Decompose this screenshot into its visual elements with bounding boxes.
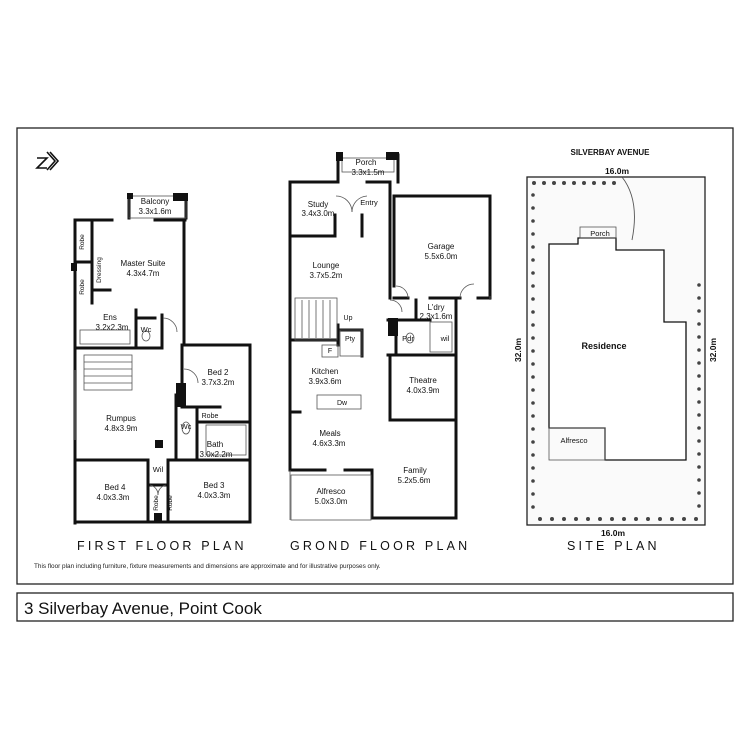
room-master-suite-size: 4.3x4.7m <box>127 269 160 278</box>
room-bed-3-name: Bed 3 <box>204 481 225 490</box>
plan-frame <box>16 127 734 585</box>
address-frame <box>16 592 734 622</box>
site-top-width: 16.0m <box>605 166 630 176</box>
room-bath-size: 3.0x2.2m <box>200 450 233 459</box>
room-family-name: Family <box>403 466 427 475</box>
site-plan: SILVERBAY AVENUE 16.0m 16.0m Porch Resid… <box>513 148 718 538</box>
site-street-name: SILVERBAY AVENUE <box>571 148 651 157</box>
room-balcony-size: 3.3x1.6m <box>139 207 172 216</box>
room-theatre-name: Theatre <box>409 376 437 385</box>
site-bottom-width: 16.0m <box>601 528 626 538</box>
room-laundry-name: L'dry <box>427 303 444 312</box>
site-porch-label: Porch <box>590 229 610 238</box>
label-pantry: Pty <box>345 336 356 343</box>
site-left-depth: 32.0m <box>513 338 523 363</box>
room-ens-size: 3.2x2.3m <box>96 323 129 332</box>
room-meals-name: Meals <box>319 429 340 438</box>
site-right-depth: 32.0m <box>708 338 718 363</box>
label-wil-ground: wil <box>440 334 450 343</box>
property-address: 3 Silverbay Avenue, Point Cook <box>24 599 262 618</box>
room-garage-size: 5.5x6.0m <box>425 252 458 261</box>
room-laundry-size: 2.3x1.6m <box>420 312 453 321</box>
room-bed-4-name: Bed 4 <box>105 483 126 492</box>
room-kitchen-name: Kitchen <box>312 367 339 376</box>
room-ens-name: Ens <box>103 313 117 322</box>
label-up: Up <box>344 315 353 322</box>
label-robe-bed3: Robe <box>167 495 174 511</box>
ground-floor-title: GROND FLOOR PLAN <box>290 539 471 553</box>
room-bed-4-size: 4.0x3.3m <box>97 493 130 502</box>
first-floor-plan: Balcony 3.3x1.6m Master Suite 4.3x4.7m E… <box>71 193 252 525</box>
room-study-size: 3.4x3.0m <box>302 209 335 218</box>
label-dressing: Dressing <box>96 257 103 283</box>
label-robe-top: Robe <box>79 234 86 250</box>
room-family-size: 5.2x5.6m <box>398 476 431 485</box>
first-floor-title: FIRST FLOOR PLAN <box>77 539 247 553</box>
room-theatre-size: 4.0x3.9m <box>407 386 440 395</box>
room-lounge-size: 3.7x5.2m <box>310 271 343 280</box>
site-alfresco-label: Alfresco <box>560 436 587 445</box>
room-rumpus-size: 4.8x3.9m <box>105 424 138 433</box>
label-fridge: F <box>328 348 332 355</box>
site-residence-label: Residence <box>581 341 626 351</box>
label-robe-lower: Robe <box>79 279 86 295</box>
label-robe-bed2: Robe <box>202 413 219 420</box>
room-lounge-name: Lounge <box>313 261 340 270</box>
room-master-suite-name: Master Suite <box>121 259 166 268</box>
room-alfresco-size: 5.0x3.0m <box>315 497 348 506</box>
room-bath-name: Bath <box>207 440 223 449</box>
room-garage-name: Garage <box>428 242 455 251</box>
room-entry-name: Entry <box>360 198 378 207</box>
label-powder: Pdr <box>402 334 414 343</box>
room-bed-2-size: 3.7x3.2m <box>202 378 235 387</box>
room-kitchen-size: 3.9x3.6m <box>309 377 342 386</box>
room-study-name: Study <box>308 200 328 209</box>
label-wc-bath: Wc <box>181 422 192 431</box>
label-dishwasher: Dw <box>337 400 348 407</box>
label-wc-ens: Wc <box>141 325 152 334</box>
room-porch-size: 3.3x1.5m <box>352 168 385 177</box>
room-alfresco-name: Alfresco <box>317 487 346 496</box>
room-balcony-name: Balcony <box>141 197 169 206</box>
disclaimer-text: This floor plan including furniture, fix… <box>34 563 381 570</box>
ground-floor-plan: Porch 3.3x1.5m Study 3.4x3.0m Entry Gara… <box>288 152 492 521</box>
room-bed-2-name: Bed 2 <box>208 368 229 377</box>
room-porch-name: Porch <box>356 158 377 167</box>
label-wil: Wil <box>153 465 164 474</box>
site-plan-title: SITE PLAN <box>567 539 660 553</box>
room-meals-size: 4.6x3.3m <box>313 439 346 448</box>
room-rumpus-name: Rumpus <box>106 414 136 423</box>
room-bed-3-size: 4.0x3.3m <box>198 491 231 500</box>
north-arrow-icon <box>35 151 60 171</box>
label-robe-bed4: Robe <box>153 495 160 511</box>
